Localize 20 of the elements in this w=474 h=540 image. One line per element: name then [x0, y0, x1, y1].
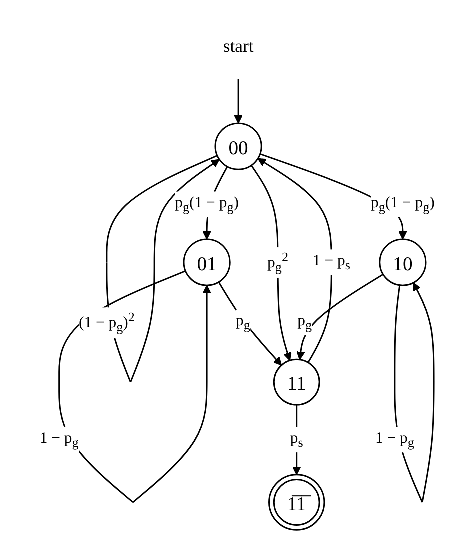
edge-label: 1 − p$_{g}$	[39, 430, 78, 450]
arrow	[234, 79, 242, 124]
node-circle: 11	[273, 358, 320, 406]
node-circle: 1̅1̅	[268, 474, 325, 531]
edge-label: (1 − p$_{g}$)$^{2}$	[78, 310, 135, 335]
edge-label: p$_{g}$(1 − p$_{g}$)	[370, 194, 434, 214]
node-circle: 00	[214, 122, 262, 170]
edge-label: p$_{g}$	[297, 312, 312, 333]
node-circle: 10	[378, 238, 426, 286]
edge-label: 1 − p$_{g}$	[375, 430, 414, 450]
edge-label: p$_{g}$	[236, 312, 250, 333]
arrow	[218, 282, 282, 366]
edge-label: p$_{g}$(1 − p$_{g}$)	[174, 194, 239, 214]
arrow	[250, 165, 292, 362]
edge-label: 1 − p$_{s}$	[312, 252, 350, 272]
arrow	[257, 158, 332, 364]
edge-label: p$_{s}$	[290, 430, 303, 450]
node-circle: 01	[182, 238, 230, 286]
node-text: start	[222, 36, 254, 56]
arrow	[296, 274, 384, 360]
